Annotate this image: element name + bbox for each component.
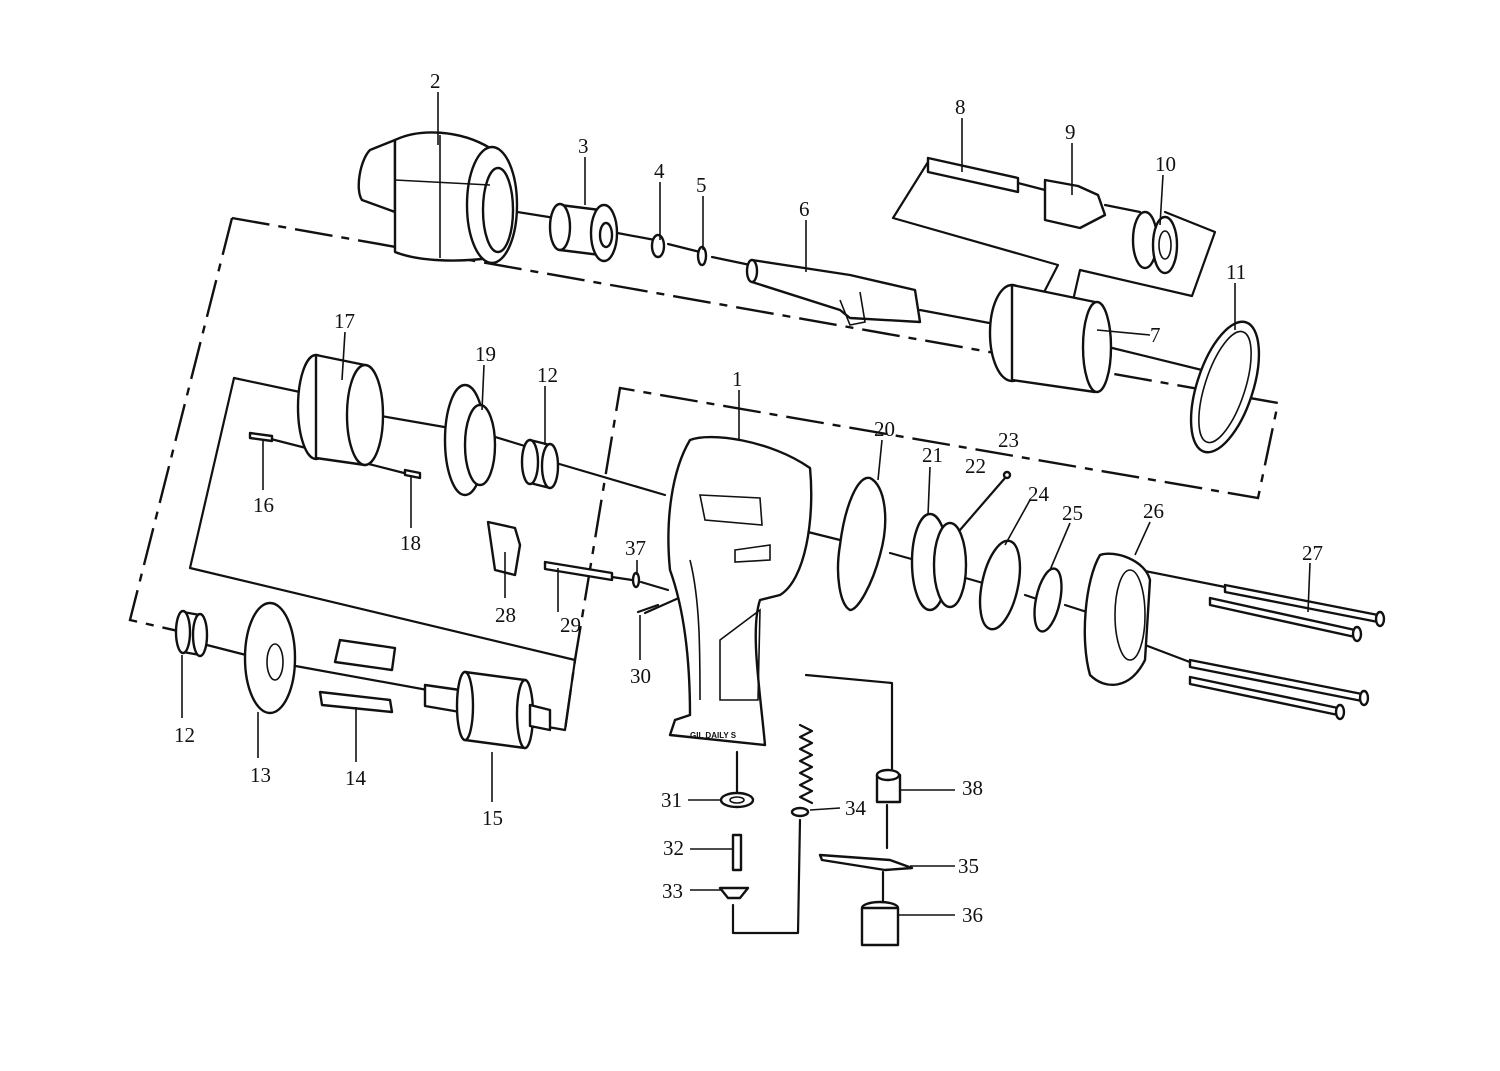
callout-2: 2 — [430, 69, 441, 93]
callout-21: 21 — [922, 443, 943, 467]
part-38-regulator-knob — [875, 768, 902, 804]
callout-7: 7 — [1150, 323, 1161, 347]
part-30-screw — [636, 603, 660, 614]
part-12-bearing-upper — [520, 438, 560, 490]
callout-13: 13 — [250, 763, 271, 787]
leader-lines — [181, 92, 1311, 916]
part-28-trigger — [486, 520, 522, 577]
part-33-valve — [718, 886, 750, 900]
part-20-gasket — [836, 476, 887, 612]
callout-10: 10 — [1155, 152, 1176, 176]
callout-25: 25 — [1062, 501, 1083, 525]
part-22-pin — [958, 476, 1007, 532]
callout-9: 9 — [1065, 120, 1076, 144]
callout-15: 15 — [482, 806, 503, 830]
part-6-anvil — [745, 258, 922, 326]
callout-36: 36 — [962, 903, 983, 927]
callout-4: 4 — [654, 159, 665, 183]
callout-24: 24 — [1028, 482, 1050, 506]
part-11-gasket — [1189, 320, 1261, 454]
part-23-ball — [1002, 470, 1012, 480]
part-14-rotor-blades — [318, 638, 397, 714]
part-15-rotor — [423, 670, 552, 750]
callout-14: 14 — [345, 766, 367, 790]
callout-31: 31 — [661, 788, 682, 812]
callout-32: 32 — [663, 836, 684, 860]
part-19-rear-end-plate — [443, 383, 497, 497]
callout-28: 28 — [495, 603, 516, 627]
part-29-valve-stem — [543, 560, 614, 582]
part-26-end-cover — [1083, 552, 1152, 686]
part-37-o-ring — [631, 571, 641, 589]
part-18-pin — [403, 468, 422, 480]
part-1-housing: GIL DAILY S — [667, 435, 813, 747]
callout-23: 23 — [998, 428, 1019, 452]
part-31-seal — [719, 791, 755, 809]
callout-labels: 2 3 4 5 6 7 8 9 10 11 12 12 13 14 15 16 … — [174, 69, 1323, 927]
part-25-o-ring — [1033, 567, 1063, 633]
part-34-seat — [790, 806, 810, 818]
part-2-hammer-case — [357, 131, 519, 265]
part-9-hammer — [1043, 178, 1107, 230]
callout-30: 30 — [630, 664, 651, 688]
callout-5: 5 — [696, 173, 707, 197]
callout-16: 16 — [253, 493, 274, 517]
callout-18: 18 — [400, 531, 421, 555]
callout-17: 17 — [334, 309, 355, 333]
callout-8: 8 — [955, 95, 966, 119]
callout-33: 33 — [662, 879, 683, 903]
part-17-cylinder — [296, 353, 385, 467]
part-12-bearing-lower — [174, 609, 209, 658]
callout-12-lower: 12 — [174, 723, 195, 747]
housing-marking: GIL DAILY S — [690, 731, 737, 740]
part-4-washer — [650, 233, 666, 259]
part-21-rear-cover — [910, 512, 968, 612]
callout-6: 6 — [799, 197, 810, 221]
part-35-plate — [818, 853, 914, 872]
part-3-bushing — [548, 202, 619, 263]
callout-27: 27 — [1302, 541, 1323, 565]
callout-11: 11 — [1226, 260, 1246, 284]
part-13-front-end-plate — [243, 601, 297, 715]
callout-3: 3 — [578, 134, 589, 158]
callout-12-upper: 12 — [537, 363, 558, 387]
callout-22: 22 — [965, 454, 986, 478]
part-32-pin — [731, 833, 743, 872]
part-8-pin — [926, 156, 1020, 194]
callout-26: 26 — [1143, 499, 1164, 523]
callout-35: 35 — [958, 854, 979, 878]
callout-38: 38 — [962, 776, 983, 800]
part-16-pin — [248, 431, 274, 443]
part-5-o-ring — [696, 245, 708, 267]
callout-19: 19 — [475, 342, 496, 366]
callout-29: 29 — [560, 613, 581, 637]
part-27-bolts — [1188, 583, 1386, 721]
callout-20: 20 — [874, 417, 895, 441]
callout-1: 1 — [732, 367, 743, 391]
part-36-air-inlet — [860, 900, 900, 947]
callout-37: 37 — [625, 536, 646, 560]
part-24-o-ring — [978, 539, 1022, 631]
callout-34: 34 — [845, 796, 867, 820]
part-34-spring — [798, 723, 814, 805]
part-10-bearing — [1131, 210, 1179, 275]
part-7-hammer-cage — [988, 283, 1113, 394]
